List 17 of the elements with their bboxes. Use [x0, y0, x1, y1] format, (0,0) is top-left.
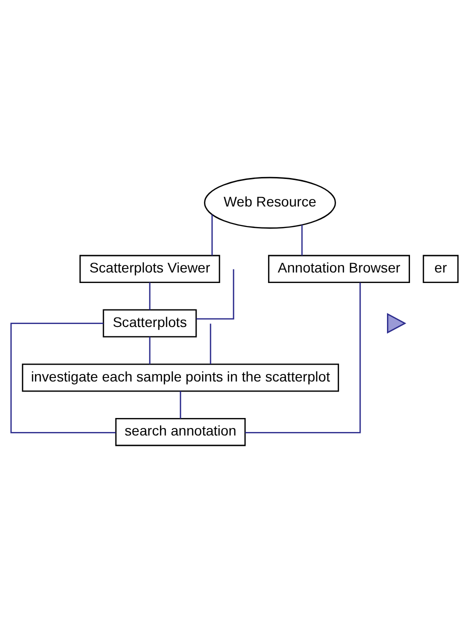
node-box: Scatterplots [102, 309, 197, 338]
connector [245, 282, 361, 434]
node-box: search annotation [115, 418, 246, 446]
connector [211, 214, 213, 256]
connector [149, 282, 150, 310]
node-box: Scatterplots Viewer [79, 254, 220, 284]
node-box: er [422, 254, 459, 284]
node-box: investigate each sample points in the scatterplot [22, 364, 340, 392]
connector [210, 324, 212, 364]
connector [180, 391, 182, 419]
node-ellipse: Web Resource [204, 176, 336, 229]
node-triangle [386, 312, 406, 334]
connector [196, 269, 234, 320]
node-box: Annotation Browser [268, 254, 410, 284]
connector [301, 224, 303, 256]
connector [149, 336, 150, 364]
connector [10, 322, 116, 434]
